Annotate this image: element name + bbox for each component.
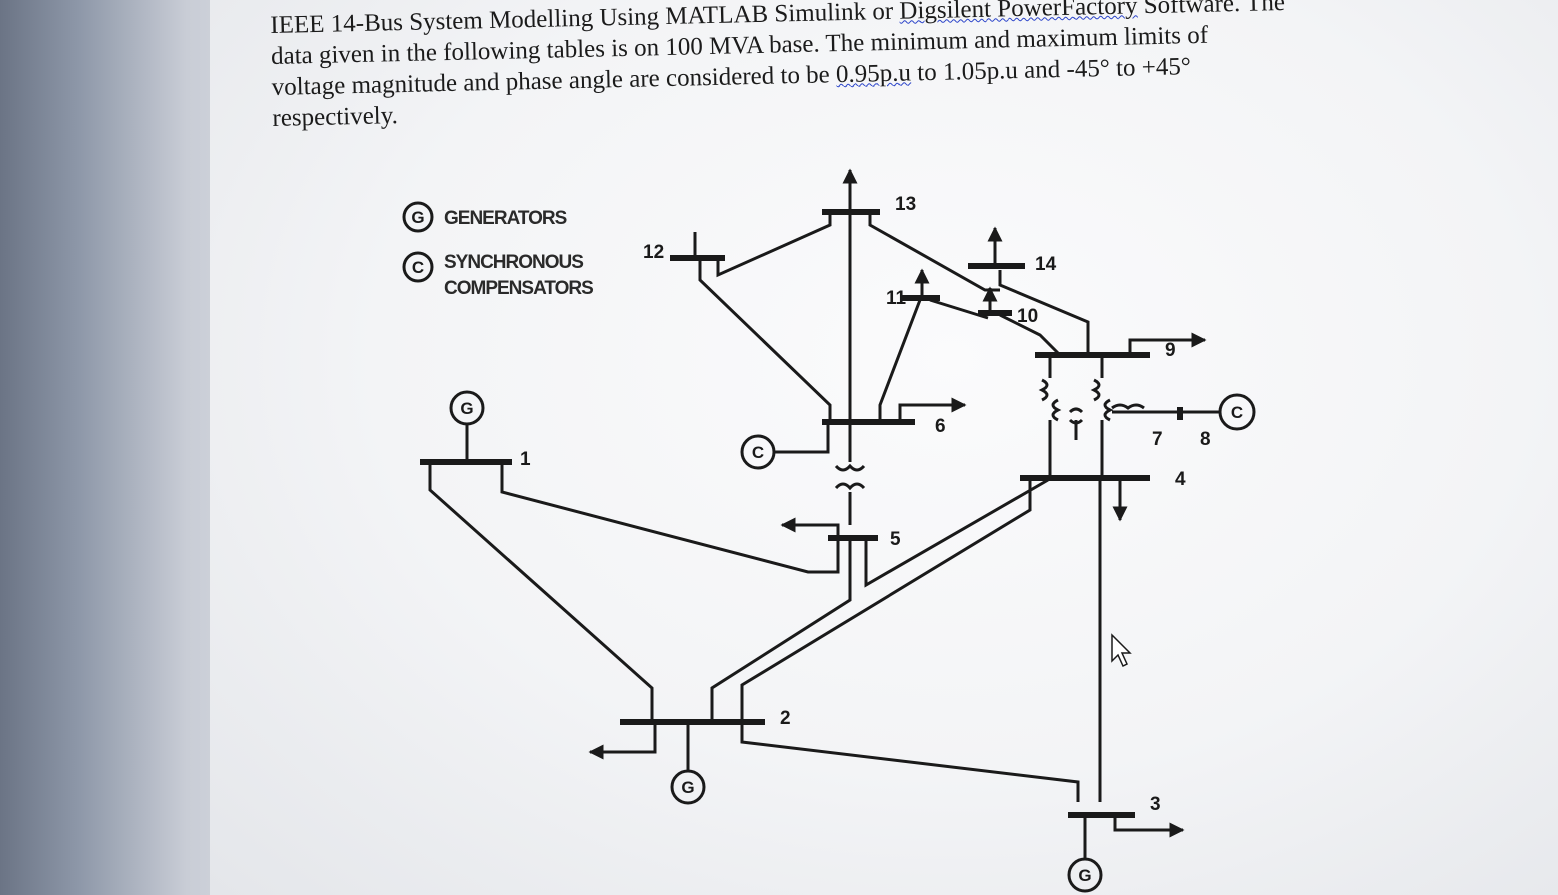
load-5-arrow (780, 517, 840, 538)
generator-bus1-symbol: G (460, 399, 473, 418)
generator-legend-icon (402, 201, 434, 233)
compensator-bus8-icon (1218, 393, 1256, 431)
generator-bus3-symbol: G (1078, 866, 1091, 885)
bus-label-11: 11 (886, 288, 907, 309)
bus-label-4: 4 (1175, 469, 1186, 490)
load-3-arrow (1113, 815, 1185, 838)
bus-label-8: 8 (1200, 429, 1211, 450)
bus-label-2: 2 (780, 708, 791, 729)
load-2-arrow (588, 722, 657, 760)
generator-bus3-icon (1067, 857, 1103, 893)
bus-label-7: 7 (1152, 429, 1163, 450)
bus-label-10: 10 (1017, 306, 1038, 327)
line-4-5 (864, 478, 1049, 588)
generator-bus2-symbol: G (681, 778, 694, 797)
loads (588, 168, 1207, 838)
line-9-10 (999, 313, 1062, 357)
bus-label-12: 12 (643, 242, 664, 263)
line-9-14 (998, 270, 1090, 355)
line-2-5 (710, 540, 852, 722)
mouse-cursor-icon (1111, 633, 1132, 668)
transformer-5-6-winding (834, 463, 866, 472)
legend-compensators-line1: SYNCHRONOUS (444, 252, 583, 273)
legend-generators: GENERATORS (444, 208, 567, 229)
line-2-4 (740, 480, 1032, 722)
line-1-2 (428, 462, 654, 722)
legend: G GENERATORS C SYNCHRONOUS COMPENSATORS (402, 201, 594, 299)
line-6-11 (878, 299, 922, 420)
generator-bus2-icon (670, 769, 706, 805)
document-page (210, 0, 1558, 895)
line-6-12 (698, 258, 832, 420)
legend-compensators-line2: COMPENSATORS (444, 278, 593, 299)
compensator-bus6-icon (740, 434, 776, 470)
bus-labels: 1 2 3 4 5 6 7 8 9 10 11 12 13 14 (520, 194, 1211, 815)
transformer-7-9-winding (1090, 378, 1101, 402)
bus-label-5: 5 (890, 529, 901, 550)
generator-bus1-icon (449, 390, 485, 426)
transmission-lines (428, 212, 1102, 802)
bus-label-14: 14 (1035, 254, 1057, 275)
bus-label-1: 1 (520, 449, 531, 470)
compensator-legend-symbol: C (412, 258, 424, 277)
transformer-4-9-winding (1038, 378, 1049, 402)
load-6-arrow (898, 397, 967, 422)
line-13-14 (868, 212, 1000, 292)
machines: G G G C C (449, 390, 1256, 893)
line-1-5 (500, 462, 840, 574)
bus-label-13: 13 (895, 194, 916, 215)
bus-label-9: 9 (1165, 340, 1176, 361)
line-2-3 (740, 722, 1080, 802)
bus-bars (420, 209, 1183, 818)
compensator-bus8-symbol: C (1231, 403, 1243, 422)
compensator-bus6-symbol: C (752, 443, 764, 462)
compensator-legend-icon (402, 251, 434, 283)
load-9-arrow (1128, 332, 1207, 355)
bus-label-3: 3 (1150, 794, 1161, 815)
generator-legend-symbol: G (411, 208, 424, 227)
line-12-13 (716, 212, 832, 278)
bus-label-6: 6 (935, 416, 946, 437)
